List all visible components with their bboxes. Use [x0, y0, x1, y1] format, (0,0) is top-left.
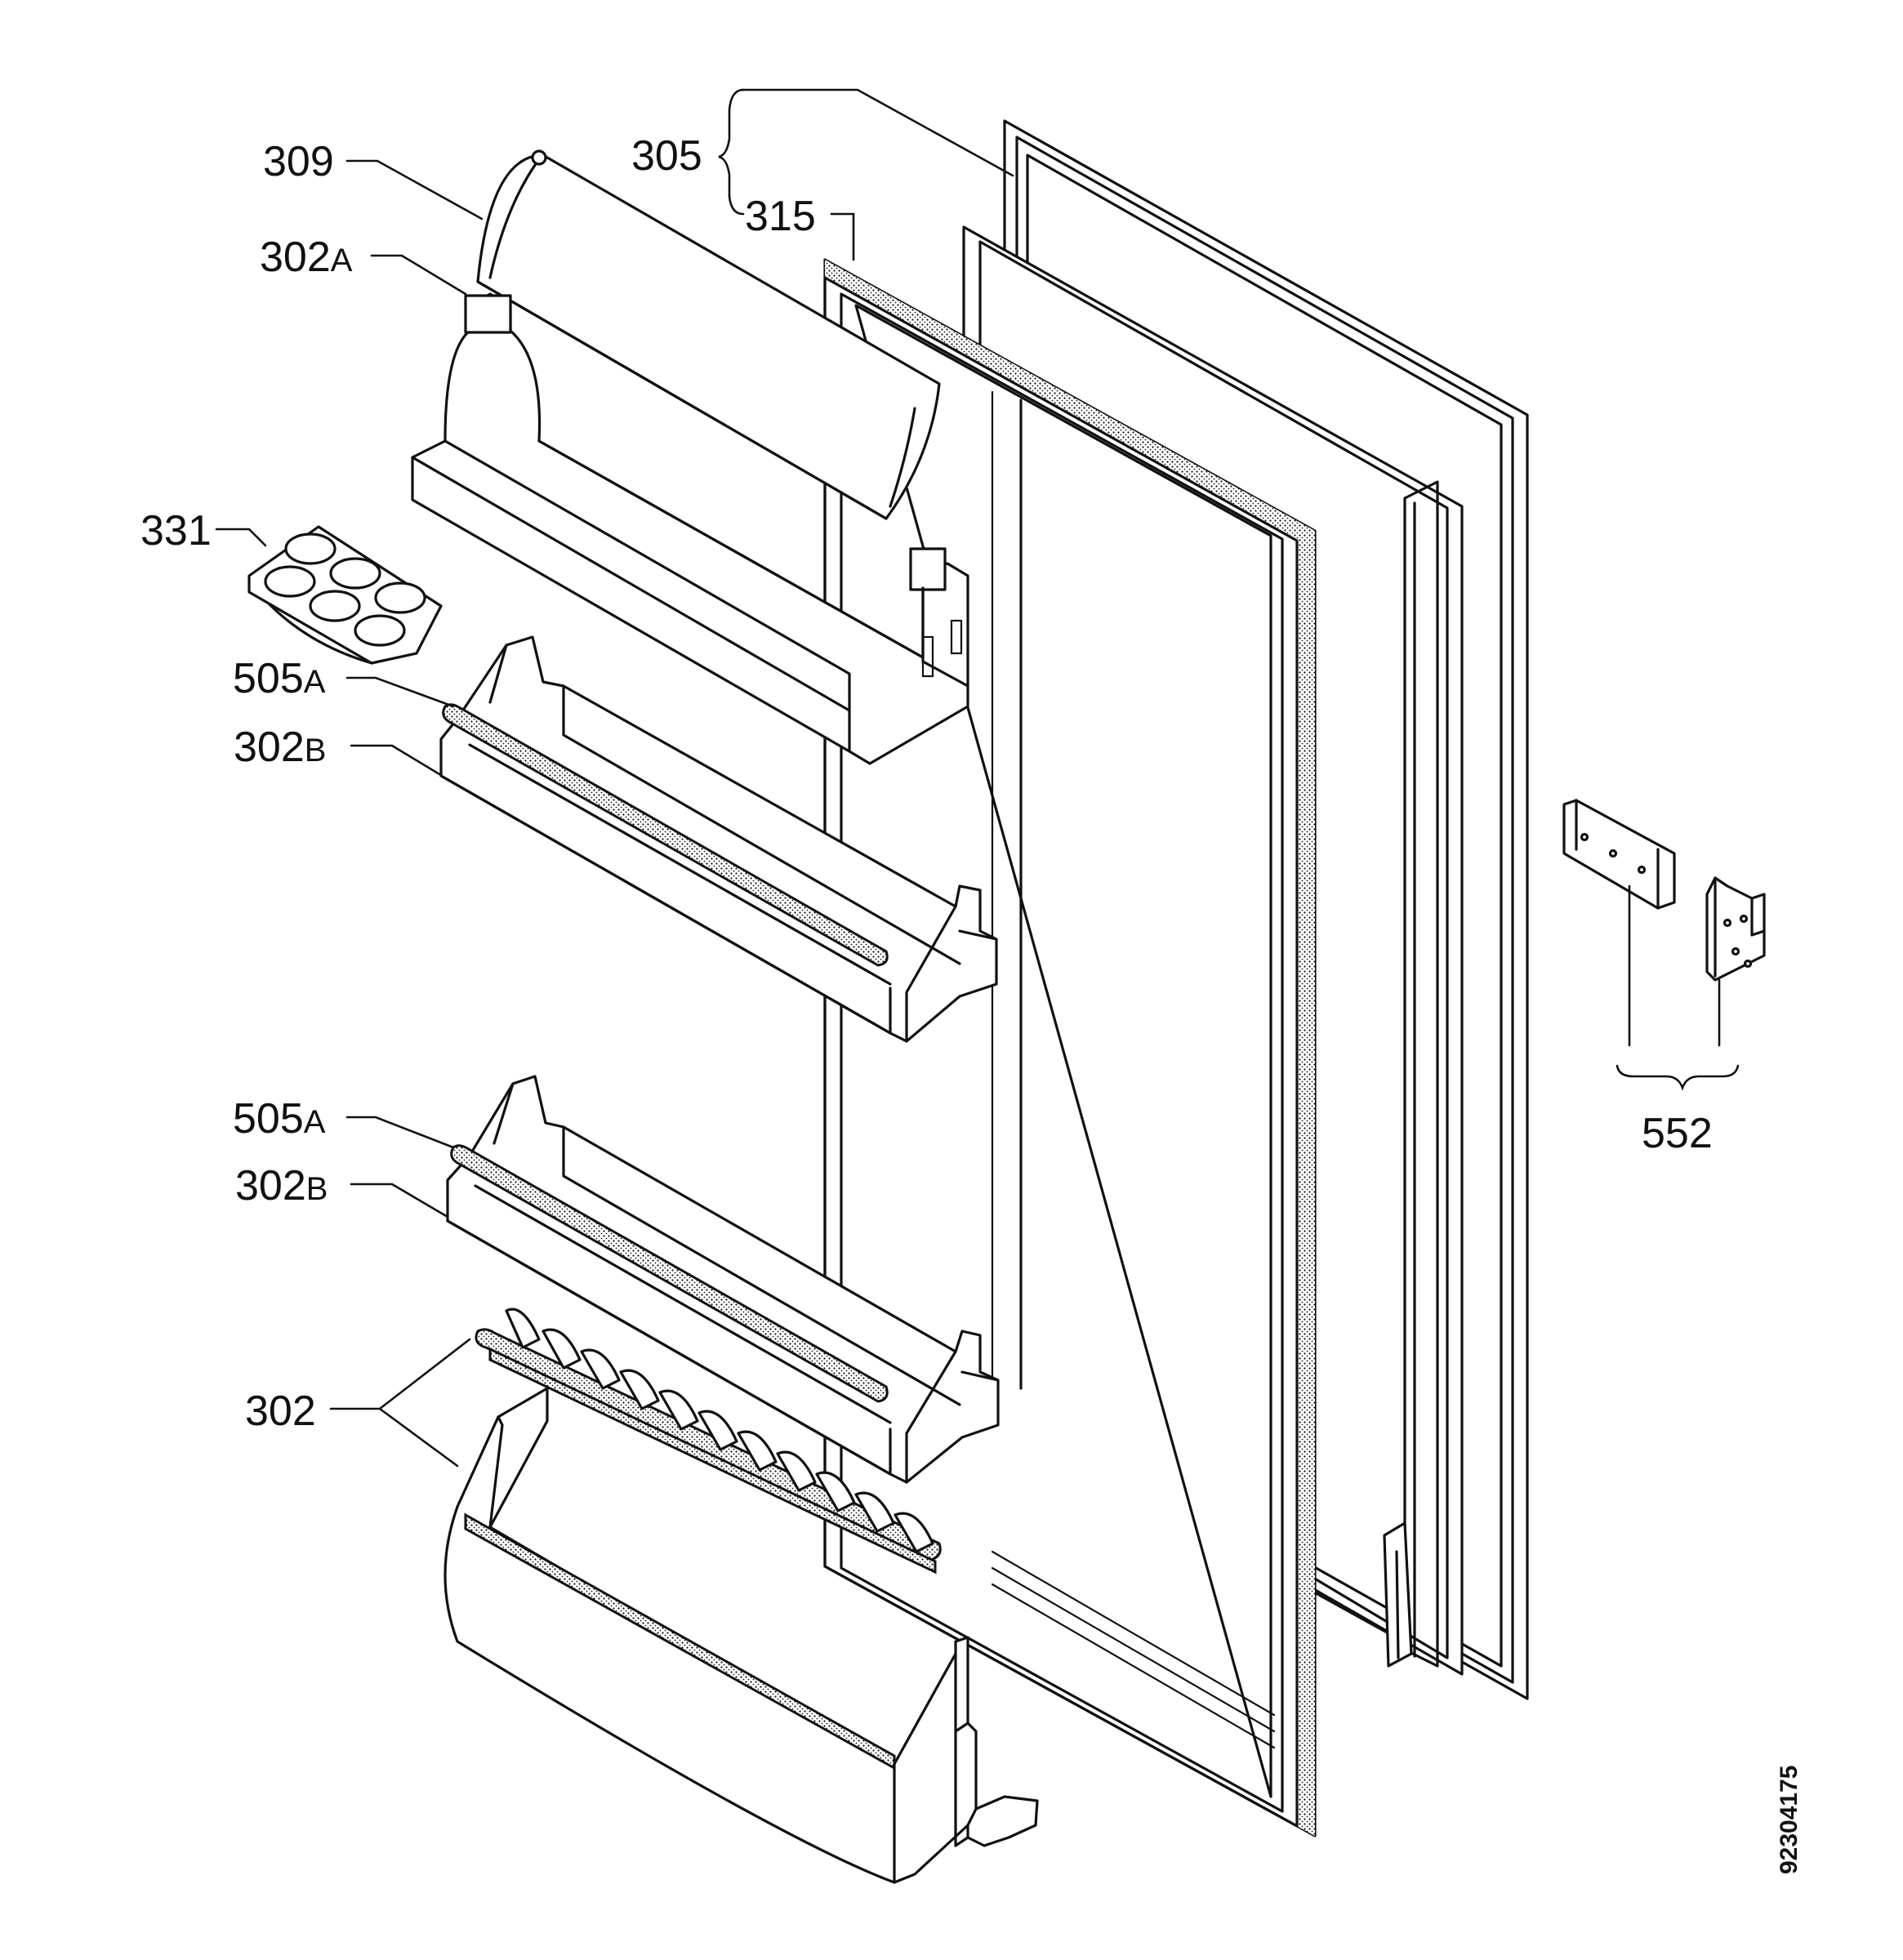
bottle-rail: [475, 1307, 942, 1575]
label-315: 315: [745, 193, 816, 240]
label-302a: 302A: [260, 234, 353, 281]
hinge-bracket: [1705, 876, 1766, 982]
label-305: 305: [631, 132, 702, 180]
dairy-compartment-flap: [476, 149, 941, 520]
bottom-bottle-shelf: [443, 1387, 1039, 1884]
label-302b-upper: 302B: [234, 724, 326, 771]
label-552: 552: [1642, 1110, 1713, 1157]
part-labels: 309 305 315 302A 331 505A 302B 505A 302B…: [140, 132, 1803, 1874]
hinge-plate: [1562, 799, 1676, 910]
upper-door-shelf: [411, 292, 969, 765]
middle-door-shelf-2: [446, 1075, 1000, 1484]
middle-door-shelf-1: [439, 635, 998, 1043]
label-505a-lower: 505A: [233, 1095, 326, 1143]
label-331: 331: [140, 507, 212, 555]
egg-tray: [247, 525, 443, 665]
hinge-set: [1562, 799, 1766, 1091]
label-309: 309: [263, 138, 334, 185]
leader-lines: [215, 88, 1014, 1468]
bottle-rail-slats: [505, 1307, 934, 1553]
label-302: 302: [245, 1388, 316, 1435]
document-number: 92304175: [1776, 1766, 1803, 1874]
label-302b-lower: 302B: [235, 1162, 328, 1209]
label-505a-upper: 505A: [233, 655, 326, 702]
